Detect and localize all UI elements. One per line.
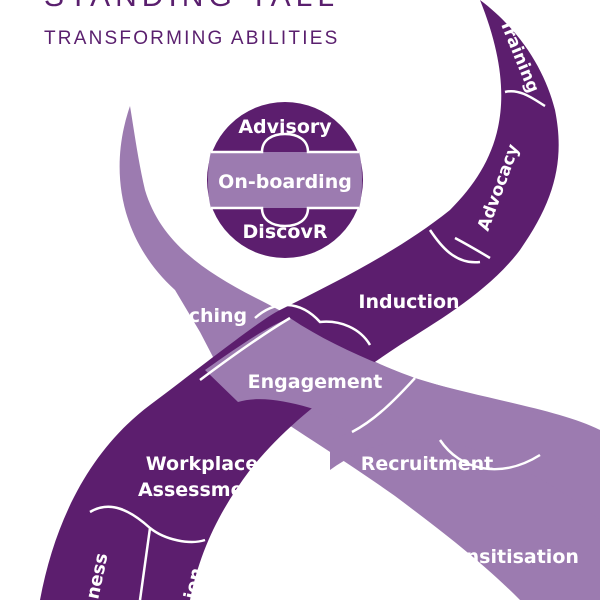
induction-label: Induction (358, 291, 459, 313)
puzzle-seams (89, 89, 546, 600)
onboarding-label: On-boarding (218, 171, 352, 193)
recruitment-label: Recruitment (361, 453, 494, 475)
assessment-label: Assessment (138, 479, 266, 501)
recruitment-band (330, 378, 600, 520)
page-title: STANDING TALL (44, 0, 339, 13)
workplace-label: Workplace (146, 453, 258, 475)
dark-strand-ribbon (40, 0, 559, 600)
advisory-label: Advisory (238, 116, 332, 138)
coaching-label: Coaching (149, 305, 247, 327)
page-subtitle: TRANSFORMING ABILITIES (44, 28, 339, 49)
discovr-label: DiscovR (243, 221, 328, 243)
sensitisation-label: Sensitisation (439, 546, 579, 568)
engagement-label: Engagement (248, 371, 383, 393)
light-strand-ribbon (119, 106, 600, 600)
onboarding-circle: Advisory On-boarding DiscovR (207, 102, 363, 258)
engagement-overlap (205, 318, 415, 425)
